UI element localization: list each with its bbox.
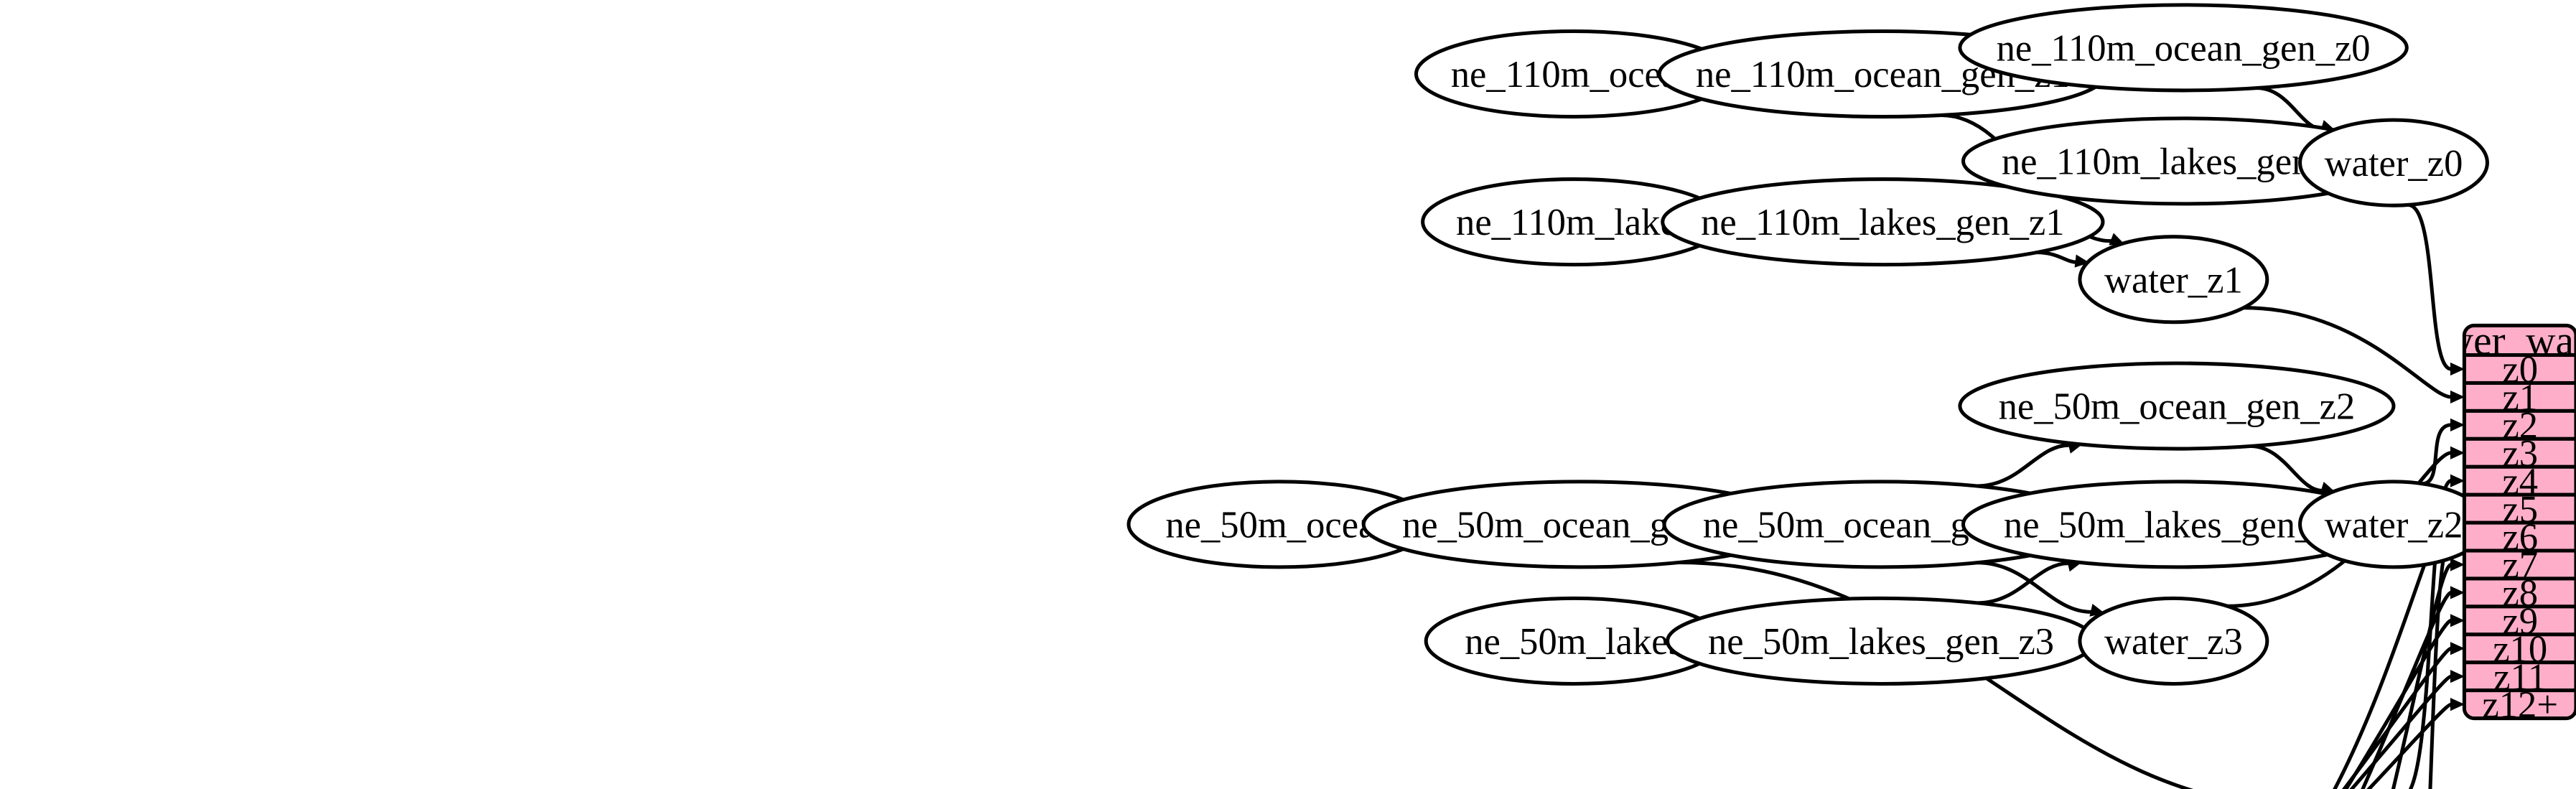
edge-arrowhead <box>2450 586 2465 599</box>
graph-edge <box>2366 702 2453 789</box>
graph-node-ne_50m_ocean_gen_z2[interactable]: ne_50m_ocean_gen_z2 <box>1958 361 2396 451</box>
edge-arrowhead <box>2450 670 2465 683</box>
graph-node-ne_110m_ocean_gen_z0[interactable]: ne_110m_ocean_gen_z0 <box>1958 3 2409 93</box>
table-row-cell-z10[interactable] <box>2464 632 2576 665</box>
node-ellipse[interactable] <box>2078 235 2269 325</box>
edge-arrowhead <box>2450 697 2465 711</box>
node-label: ne_110m_ocean_gen_z0 <box>1997 28 2371 70</box>
graph-edge <box>2341 646 2453 789</box>
graph-node-water_z0[interactable]: water_z0 <box>2298 118 2489 207</box>
node-label: water_z0 <box>2325 143 2463 185</box>
graph-node-water_z1[interactable]: water_z1 <box>2078 235 2269 325</box>
table-row-cell-z12+[interactable] <box>2464 688 2576 719</box>
graph-node-ne_110m_lakes[interactable]: ne_110m_lakes <box>1421 177 1727 267</box>
graph-edge <box>2244 306 2452 399</box>
node-label: ne_110m_lakes <box>1456 202 1691 243</box>
edge-arrowhead <box>2450 642 2465 655</box>
graph-edge <box>2407 202 2452 371</box>
node-label: ne_50m_lakes <box>1465 621 1683 663</box>
table-outline <box>2462 323 2576 721</box>
node-ellipse[interactable] <box>2298 118 2489 207</box>
graph-node-ne_50m_lakes[interactable]: ne_50m_lakes <box>1424 596 1724 686</box>
nodes-layer: imposm3osm_water_polygonosm_ocean_polygo… <box>1126 3 2489 686</box>
edge-arrowhead <box>2450 446 2465 459</box>
graph-edge <box>1977 561 2093 614</box>
graph-node-ne_110m_ocean_gen_z1[interactable]: ne_110m_ocean_gen_z1 <box>1657 29 2109 119</box>
node-ellipse[interactable] <box>1958 361 2396 451</box>
edge-arrowhead <box>2450 614 2465 627</box>
edge-arrowhead <box>2450 362 2465 376</box>
node-label: ne_50m_lakes_gen_z2 <box>2004 505 2350 546</box>
node-label: ne_50m_ocean <box>1165 505 1394 546</box>
edge-arrowhead <box>2450 390 2465 404</box>
graph-node-water_z2[interactable]: water_z2 <box>2298 480 2489 569</box>
graph-node-ne_110m_ocean[interactable]: ne_110m_ocean <box>1414 29 1734 119</box>
graph-edge <box>1977 443 2071 488</box>
graph-node-ne_110m_lakes_gen_z1[interactable]: ne_110m_lakes_gen_z1 <box>1661 177 2105 267</box>
edge-arrowhead <box>2450 418 2465 431</box>
graph-edge <box>2422 423 2452 486</box>
graph-edge <box>2391 562 2453 789</box>
graph-edge <box>2250 444 2323 492</box>
graph-node-water_z3[interactable]: water_z3 <box>2078 596 2269 686</box>
node-label: water_z1 <box>2104 259 2243 301</box>
edge-arrowhead <box>2450 558 2465 571</box>
node-ellipse[interactable] <box>1958 3 2409 93</box>
edge-arrowhead <box>2450 474 2465 487</box>
graph-edge <box>2349 674 2453 789</box>
table-row-cell-z4[interactable] <box>2464 464 2576 497</box>
node-label: ne_50m_ocean_gen_z2 <box>1999 386 2356 428</box>
node-label: ne_50m_lakes_gen_z3 <box>1708 621 2054 663</box>
graph-edge <box>2343 618 2453 789</box>
graph-node-ne_50m_ocean[interactable]: ne_50m_ocean <box>1126 480 1433 569</box>
node-label: water_z2 <box>2325 505 2463 546</box>
layer-water-table: layer_waterz0z1z2z3z4z5z6z7z8z9z10z11z12… <box>2462 323 2576 726</box>
node-ellipse[interactable] <box>1661 177 2105 267</box>
graph-node-ne_50m_lakes_gen_z3[interactable]: ne_50m_lakes_gen_z3 <box>1666 596 2097 686</box>
graph-edge <box>1977 561 2070 605</box>
edge-arrowhead <box>2074 254 2090 268</box>
node-ellipse[interactable] <box>2078 596 2269 686</box>
graph-edge <box>2037 251 2078 264</box>
node-label: ne_110m_ocean <box>1451 54 1697 95</box>
graph-edge <box>2428 535 2453 789</box>
graph-edge <box>1679 560 2194 789</box>
node-label: water_z3 <box>2104 621 2243 663</box>
node-label: ne_110m_lakes_gen_z1 <box>1701 202 2064 243</box>
table-row-label-z12+: z12+ <box>2482 684 2558 726</box>
graph-edge <box>2361 590 2453 789</box>
layer-water-table-body: layer_waterz0z1z2z3z4z5z6z7z8z9z10z11z12… <box>2464 325 2576 726</box>
